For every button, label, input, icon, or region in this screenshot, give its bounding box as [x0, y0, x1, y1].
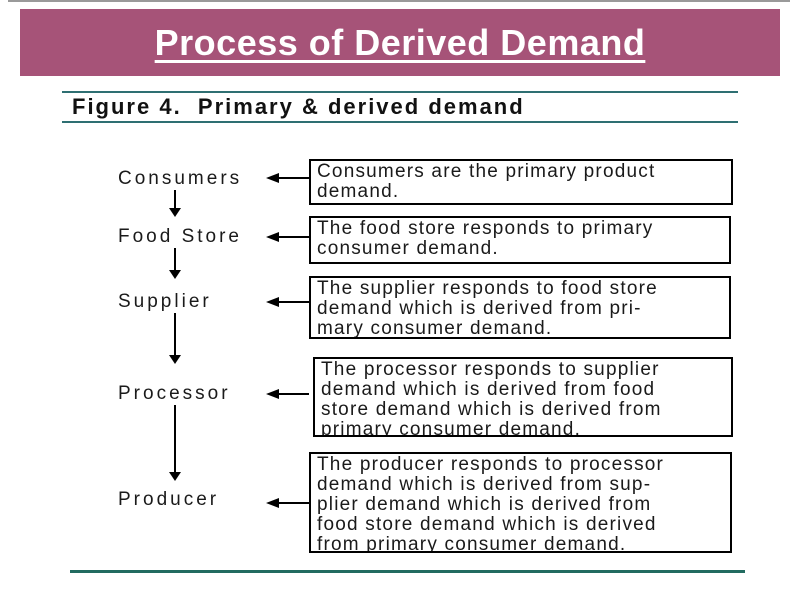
- arrow-left-icon: [266, 232, 309, 242]
- figure-caption: Figure 4. Primary & derived demand: [72, 94, 525, 119]
- arrow-left-icon: [266, 297, 309, 307]
- description-box-consumers: Consumers are the primary product demand…: [309, 159, 733, 205]
- header-band: Process of Derived Demand: [20, 9, 780, 76]
- arrow-down-icon: [169, 405, 181, 481]
- top-edge-divider: [8, 0, 790, 2]
- description-box-supplier: The supplier responds to food store dema…: [309, 276, 731, 339]
- arrow-left-icon: [266, 498, 309, 508]
- description-box-producer: The producer responds to processor deman…: [309, 452, 732, 553]
- caption-top-rule: [62, 91, 738, 93]
- arrow-down-icon: [169, 190, 181, 217]
- arrow-left-icon: [266, 389, 309, 399]
- node-label-food-store: Food Store: [118, 226, 242, 247]
- description-box-food-store: The food store responds to primary consu…: [309, 216, 731, 264]
- slide-title: Process of Derived Demand: [154, 21, 646, 63]
- node-label-consumers: Consumers: [118, 168, 243, 189]
- caption-bottom-rule: [62, 121, 738, 123]
- arrow-down-icon: [169, 313, 181, 364]
- description-box-processor: The processor responds to supplier deman…: [313, 357, 733, 437]
- arrow-left-icon: [266, 173, 309, 183]
- node-label-producer: Producer: [118, 489, 220, 510]
- node-label-supplier: Supplier: [118, 291, 212, 312]
- footer-divider: [70, 570, 745, 573]
- node-label-processor: Processor: [118, 383, 231, 404]
- arrow-down-icon: [169, 248, 181, 279]
